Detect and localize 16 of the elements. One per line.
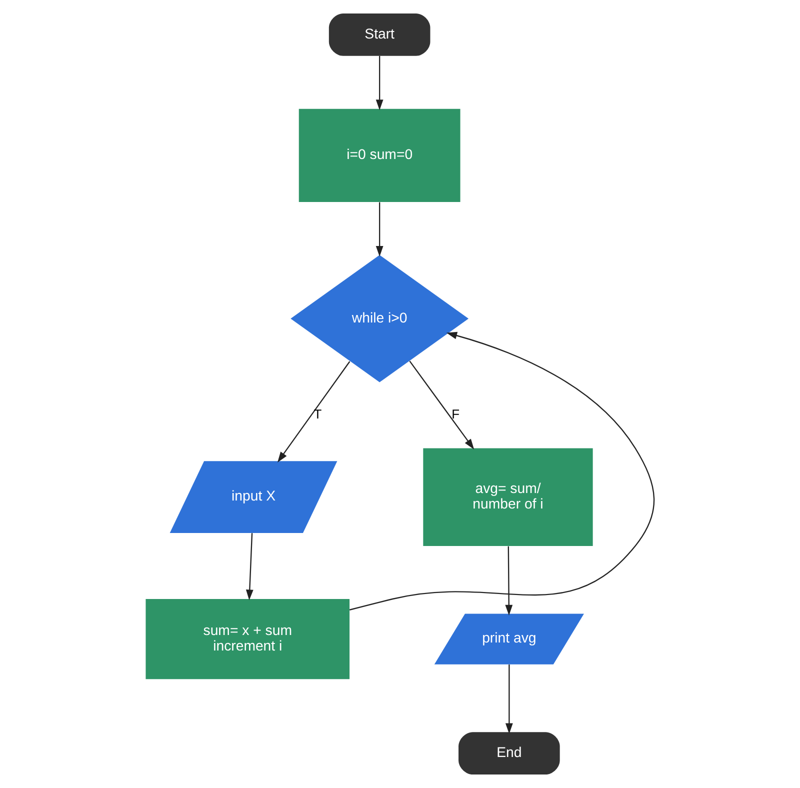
node-box: End <box>458 732 560 775</box>
arrow <box>246 533 254 600</box>
edge-label: T <box>314 406 322 422</box>
arrow <box>376 56 384 110</box>
node-box: avg= sum/ number of i <box>423 448 593 546</box>
node-box: i=0 sum=0 <box>298 108 460 202</box>
arrow <box>277 361 350 462</box>
node-box: Start <box>328 13 430 56</box>
arrow <box>505 546 513 616</box>
arrow <box>505 664 513 734</box>
arrow <box>349 332 655 610</box>
node-box: sum= x + sum increment i <box>146 599 350 680</box>
arrow <box>376 202 384 257</box>
node-diamond: while i>0 <box>290 254 469 382</box>
edge-label: F <box>452 406 460 422</box>
arrow <box>409 360 474 450</box>
